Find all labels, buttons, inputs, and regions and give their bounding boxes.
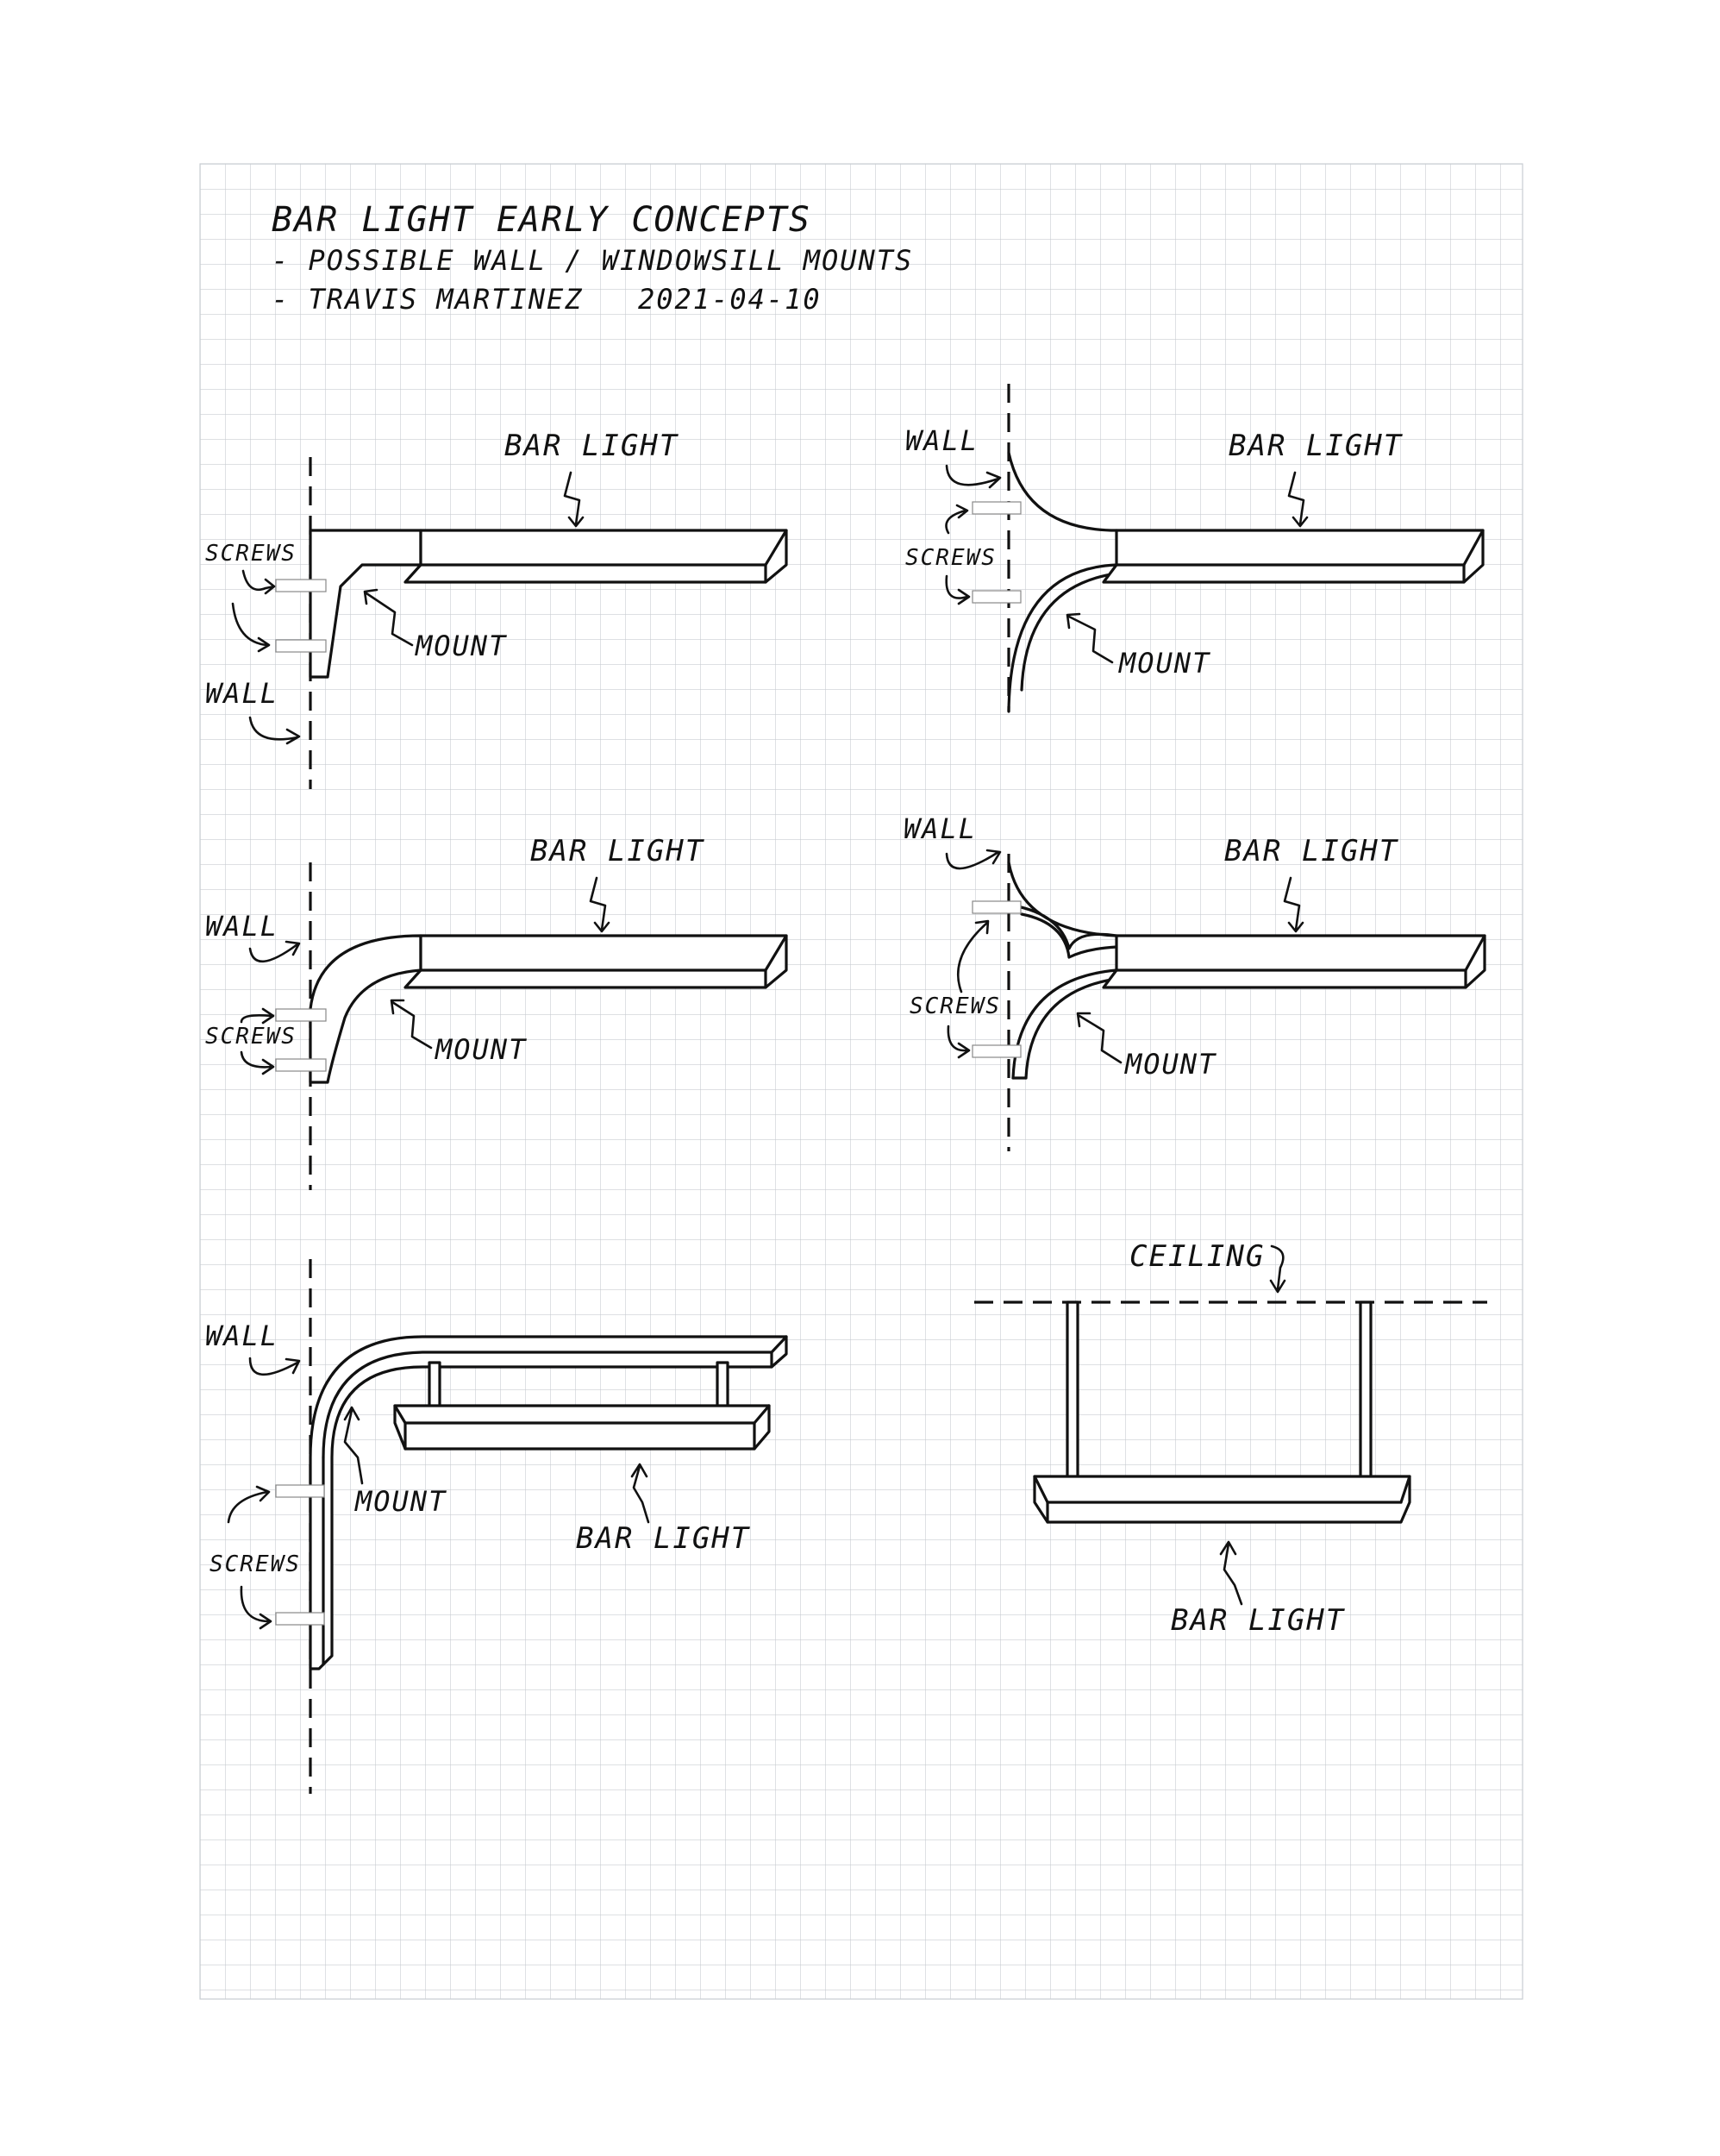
arrow xyxy=(240,1050,275,1075)
screw xyxy=(972,1044,1022,1058)
screw xyxy=(972,590,1022,604)
arrow xyxy=(630,1463,650,1524)
label-mount: MOUNT xyxy=(1118,647,1210,680)
arrow xyxy=(945,504,969,535)
arrow xyxy=(241,569,276,595)
label-bar-light: BAR LIGHT xyxy=(504,429,679,463)
hanging-rod xyxy=(1066,1300,1079,1481)
mount-upper-curve xyxy=(1007,451,1118,532)
arrow xyxy=(363,588,414,647)
screw xyxy=(275,1484,325,1498)
label-wall: WALL xyxy=(205,677,278,710)
header-author: - TRAVIS MARTINEZ xyxy=(272,283,584,316)
label-screws: SCREWS xyxy=(210,1551,301,1577)
mount-curve xyxy=(309,934,422,1084)
arrow xyxy=(957,919,990,993)
label-bar-light: BAR LIGHT xyxy=(1171,1603,1346,1638)
arrow xyxy=(390,999,433,1050)
label-bar-light: BAR LIGHT xyxy=(530,834,705,868)
concept-2-flared-mount: WALL BAR LIGHT SCREWS MOUNT xyxy=(905,384,1485,713)
label-wall: WALL xyxy=(205,1319,278,1352)
screw xyxy=(275,639,327,653)
arrow xyxy=(1219,1540,1243,1606)
header-title: BAR LIGHT EARLY CONCEPTS xyxy=(272,200,811,240)
arrow xyxy=(248,716,301,745)
label-mount: MOUNT xyxy=(354,1485,447,1518)
arrow xyxy=(1287,471,1309,528)
arrow xyxy=(240,1007,275,1025)
concept-3-curved-mount: BAR LIGHT WALL SCREWS MOUNT xyxy=(205,834,788,1190)
arrow xyxy=(248,1357,301,1376)
standoff-rod xyxy=(428,1361,441,1409)
label-wall: WALL xyxy=(205,910,278,943)
hanging-rod xyxy=(1359,1300,1373,1481)
arrow xyxy=(1283,876,1304,933)
label-screws: SCREWS xyxy=(905,545,997,571)
label-screws: SCREWS xyxy=(205,1024,297,1050)
bar-light xyxy=(1033,1475,1411,1524)
header-subtitle: - POSSIBLE WALL / WINDOWSILL MOUNTS xyxy=(272,244,913,277)
arrow xyxy=(240,1585,272,1630)
label-ceiling: CEILING xyxy=(1129,1239,1265,1274)
bar-light xyxy=(1102,529,1485,584)
arrow xyxy=(1269,1244,1286,1294)
arrow xyxy=(248,940,301,963)
concept-6-ceiling-hang: CEILING BAR LIGHT xyxy=(974,1239,1487,1638)
screw xyxy=(972,501,1022,515)
arrow xyxy=(343,1406,364,1485)
arrow xyxy=(947,1025,971,1059)
label-screws: SCREWS xyxy=(205,541,297,567)
label-wall: WALL xyxy=(904,812,977,845)
bar-light xyxy=(403,934,788,989)
label-screws: SCREWS xyxy=(910,993,1001,1019)
screw xyxy=(275,1612,325,1626)
arrow xyxy=(227,1485,271,1524)
arrow xyxy=(231,602,271,653)
header: BAR LIGHT EARLY CONCEPTS - POSSIBLE WALL… xyxy=(272,200,913,316)
concept-5-hook-mount: WALL MOUNT BAR LIGHT SCREWS xyxy=(205,1259,788,1794)
label-mount: MOUNT xyxy=(435,1033,527,1066)
screw xyxy=(275,579,327,592)
arrow xyxy=(563,471,585,528)
graph-paper-grid xyxy=(199,163,1523,2000)
concept-4-double-curve-mount: WALL BAR LIGHT SCREWS MOUNT xyxy=(904,812,1486,1151)
arrow xyxy=(589,876,610,933)
label-bar-light: BAR LIGHT xyxy=(576,1521,751,1556)
label-bar-light: BAR LIGHT xyxy=(1229,429,1404,463)
arrow xyxy=(945,574,971,605)
mount-lower-curve xyxy=(1007,563,1118,713)
screw xyxy=(275,1058,327,1072)
label-bar-light: BAR LIGHT xyxy=(1224,834,1399,868)
label-wall: WALL xyxy=(905,424,979,457)
arrow xyxy=(945,849,1002,870)
arrow xyxy=(945,464,1002,489)
label-mount: MOUNT xyxy=(1124,1048,1217,1081)
arrow xyxy=(1066,612,1114,664)
mount-inner-curve xyxy=(1020,912,1118,959)
bar-light xyxy=(393,1404,771,1451)
mount-upper-curve xyxy=(1007,861,1118,950)
screw xyxy=(972,900,1022,914)
bar-light xyxy=(403,529,788,584)
bar-light xyxy=(1102,934,1486,989)
arrow xyxy=(1076,1012,1123,1064)
screw xyxy=(275,1008,327,1022)
concept-1-angled-mount: BAR LIGHT SCREWS MOUNT WALL xyxy=(205,429,788,789)
label-mount: MOUNT xyxy=(415,630,507,662)
standoff-rod xyxy=(716,1361,729,1409)
header-date: 2021-04-10 xyxy=(638,283,822,316)
